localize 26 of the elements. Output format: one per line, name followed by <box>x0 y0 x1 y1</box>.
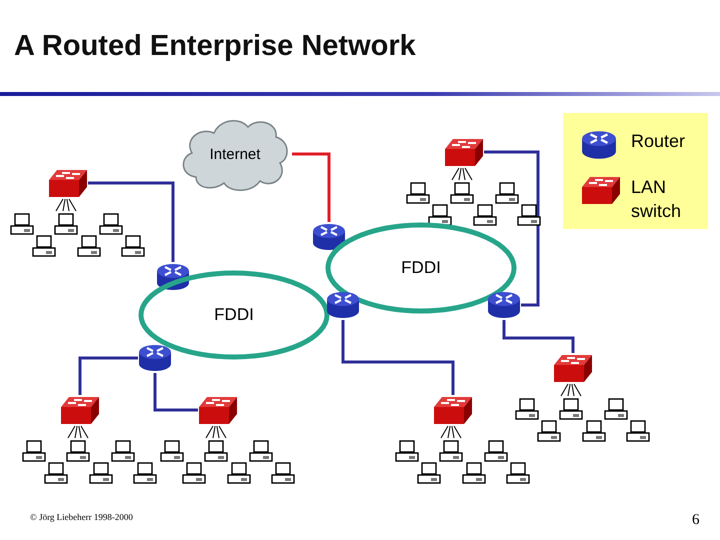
switch-icon <box>444 137 484 167</box>
legend-label: LAN switch <box>631 176 682 223</box>
copyright-note: © Jörg Liebeherr 1998-2000 <box>30 512 133 522</box>
node-label: Internet <box>210 146 260 162</box>
connector-line <box>292 152 330 222</box>
router-icon <box>312 222 346 252</box>
router-icon <box>156 262 190 292</box>
connector-line <box>484 150 540 306</box>
ring-network <box>138 270 330 360</box>
switch-icon <box>60 395 100 425</box>
ring-network <box>325 222 517 314</box>
connector-line <box>78 356 138 395</box>
router-icon <box>326 290 360 320</box>
switch-icon <box>48 168 88 198</box>
switch-icon <box>198 395 238 425</box>
connector-line <box>502 320 574 353</box>
router-icon <box>487 290 521 320</box>
ring-label: FDDI <box>401 258 441 278</box>
ring-label: FDDI <box>214 305 254 325</box>
switch-icon <box>553 353 593 383</box>
title: A Routed Enterprise Network <box>14 30 416 63</box>
router-icon <box>138 343 172 373</box>
switch-icon <box>433 395 473 425</box>
connector-line <box>88 182 174 262</box>
legend-label: Router <box>631 130 686 153</box>
page-number: 6 <box>692 512 700 529</box>
